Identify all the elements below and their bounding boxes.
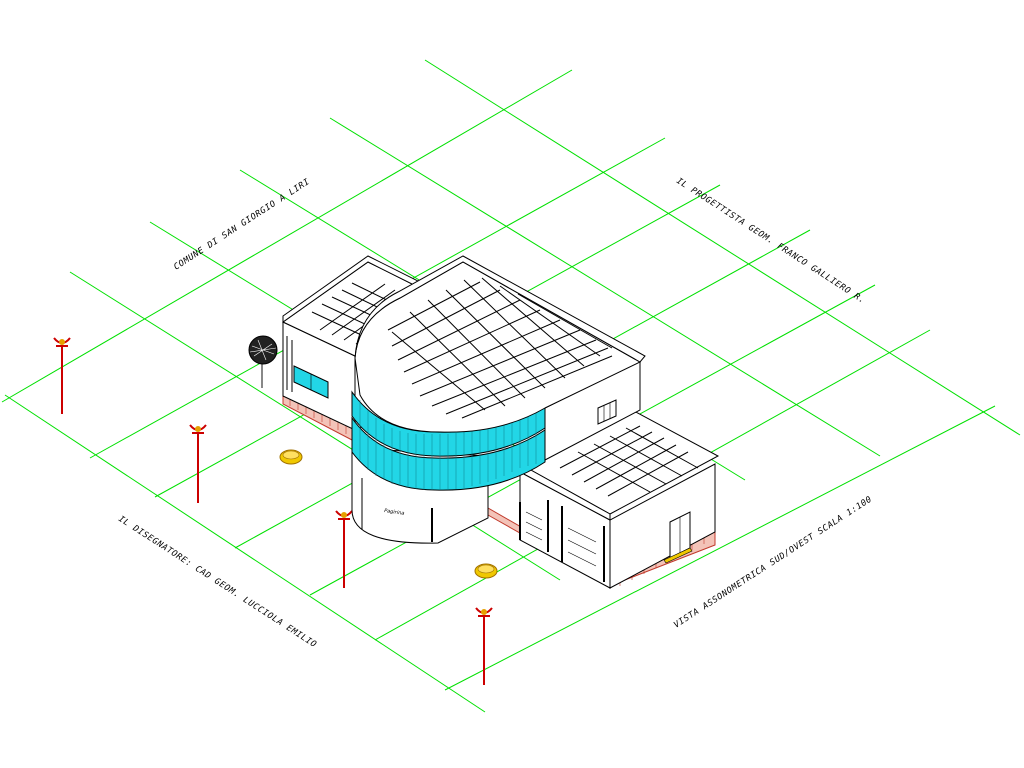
street-lamp [335,510,353,588]
tree [248,335,278,388]
planter [474,563,498,579]
planter [279,449,303,465]
central-block: Pagirina [351,255,646,544]
street-lamps [53,337,493,685]
building-sign: Pagirina [384,508,405,517]
right-wing [518,409,720,589]
street-lamp [53,337,71,414]
label-designer: IL PROGETTISTA GEOM. FRANCO GALLIERO R. [674,176,866,306]
street-lamp [189,424,207,503]
label-municipality: COMUNE DI SAN GIORGIO A LIRI [172,177,312,273]
street-lamp [475,607,493,685]
